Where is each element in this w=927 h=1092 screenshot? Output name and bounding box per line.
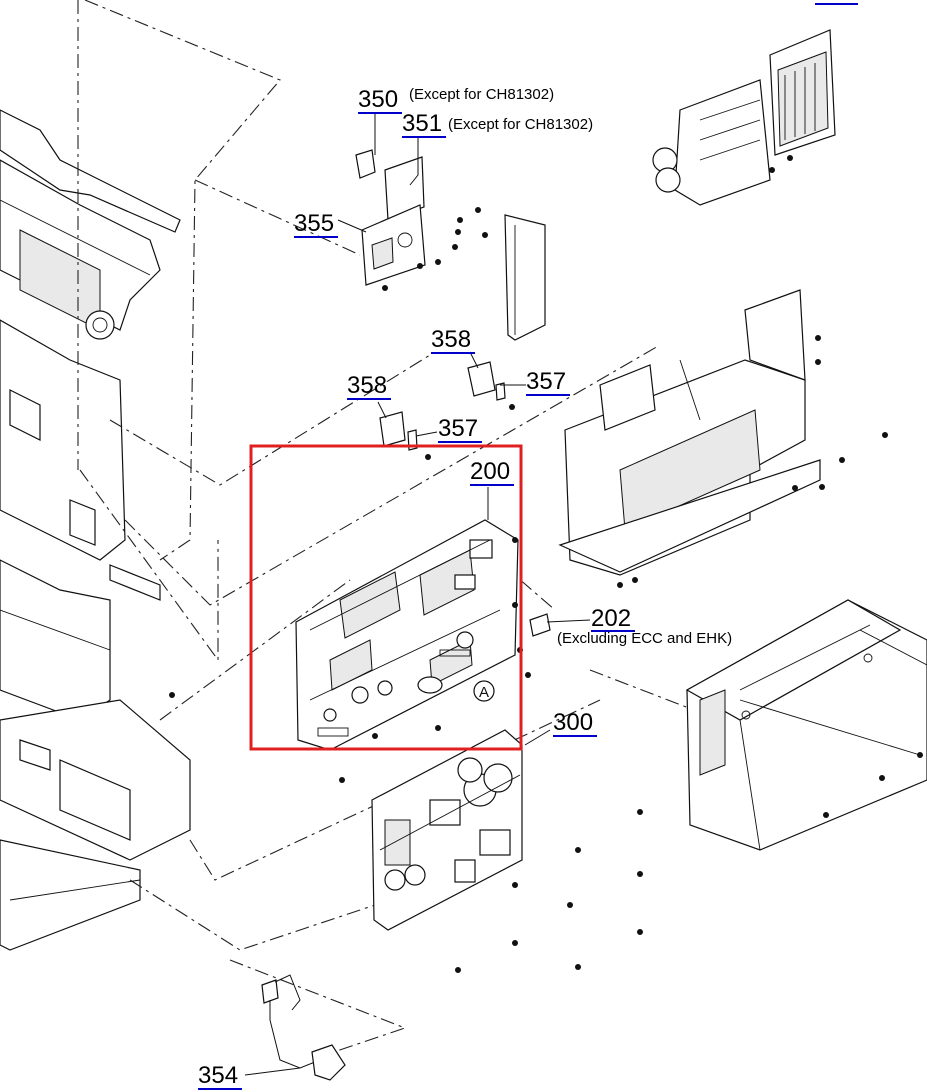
callout-200: 200: [470, 458, 514, 486]
callout-351: 351 (Except for CH81302): [402, 110, 593, 138]
callout-200-number: 200: [470, 458, 510, 485]
callout-351-number: 351: [402, 110, 442, 137]
callout-300-number: 300: [553, 709, 593, 736]
vertical-cover-bracket: [504, 214, 546, 341]
callout-357-upper: 357: [526, 368, 570, 396]
callout-358-lower-number: 358: [347, 372, 387, 399]
power-cord-354: [244, 974, 346, 1081]
callout-358-upper-number: 358: [431, 326, 471, 353]
callout-357-lower: 357: [438, 415, 482, 443]
callout-357-upper-number: 357: [526, 368, 566, 395]
callout-357-lower-number: 357: [438, 415, 478, 442]
clips-357-358: [377, 351, 526, 460]
small-boards-350-351-355: [337, 112, 488, 291]
callout-354: 354: [198, 1062, 242, 1090]
highlight-box: [249, 444, 523, 751]
callout-351-note: (Except for CH81302): [448, 116, 593, 133]
marker-a-label: A: [479, 684, 489, 701]
callout-350-number: 350: [358, 86, 398, 113]
callout-202-number: 202: [591, 605, 631, 632]
left-chassis-frame: [0, 109, 191, 951]
callout-358-lower: 358: [347, 372, 391, 400]
callout-355-number: 355: [294, 210, 334, 237]
callout-350: 350 (Except for CH81302): [358, 86, 554, 114]
right-main-frame: [558, 289, 888, 588]
callout-358-upper: 358: [431, 326, 475, 354]
power-board-300: [371, 729, 643, 973]
marker-a: A: [473, 680, 495, 702]
callout-355: 355: [294, 210, 338, 238]
top-right-power-unit: [652, 3, 858, 206]
main-board-200: [295, 487, 531, 783]
part-202-chip: [529, 613, 591, 637]
right-lower-cover: [685, 599, 927, 851]
callout-202: 202 (Excluding ECC and EHK): [557, 605, 732, 647]
callout-202-note: (Excluding ECC and EHK): [557, 630, 732, 647]
callout-354-number: 354: [198, 1062, 238, 1089]
callout-350-note: (Except for CH81302): [409, 86, 554, 103]
callout-300: 300: [553, 709, 597, 737]
